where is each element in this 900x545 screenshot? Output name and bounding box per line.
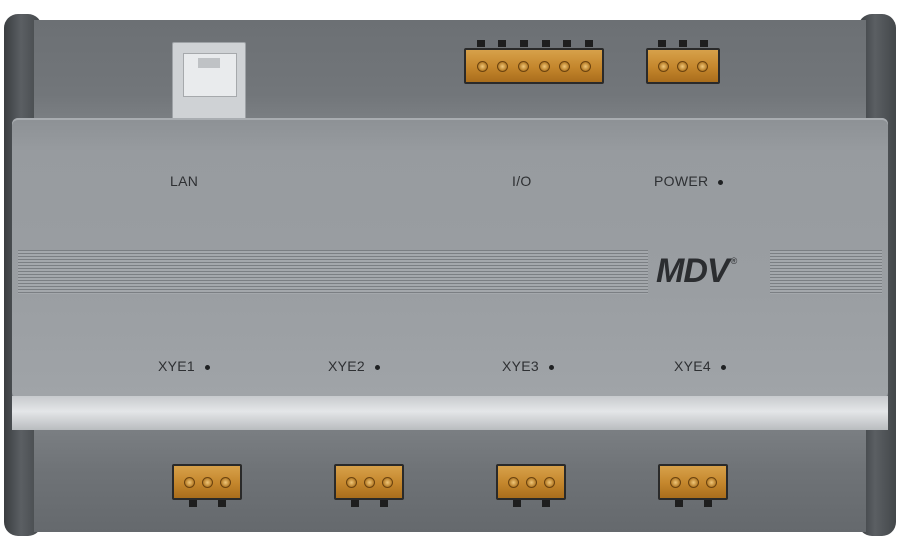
xye4-led-icon	[721, 364, 726, 370]
terminal-screw-icon	[580, 60, 592, 72]
terminal-screw-icon	[183, 476, 195, 488]
xye2-led-icon	[375, 364, 380, 370]
terminal-screw-icon	[538, 60, 550, 72]
xye4-terminal-latches	[664, 500, 722, 507]
terminal-screw-icon	[476, 60, 488, 72]
terminal-screw-icon	[696, 60, 708, 72]
io-terminal-latches	[470, 40, 600, 47]
terminal-screw-icon	[497, 60, 509, 72]
front-panel-edge	[12, 396, 888, 430]
xye2-terminal-block[interactable]	[334, 464, 404, 500]
rj45-socket-icon	[183, 53, 237, 97]
xye4-terminal-block[interactable]	[658, 464, 728, 500]
xye1-led-icon	[205, 364, 210, 370]
terminal-screw-icon	[219, 476, 231, 488]
terminal-screw-icon	[201, 476, 213, 488]
xye2-terminal-latches	[340, 500, 398, 507]
xye1-label: XYE1	[158, 358, 210, 374]
power-led-icon	[718, 179, 724, 185]
vent-grille-left	[18, 250, 648, 294]
terminal-screw-icon	[543, 476, 555, 488]
xye1-terminal-block[interactable]	[172, 464, 242, 500]
xye2-label: XYE2	[328, 358, 380, 374]
xye3-terminal-latches	[502, 500, 560, 507]
terminal-screw-icon	[687, 476, 699, 488]
xye3-led-icon	[549, 364, 554, 370]
xye3-label: XYE3	[502, 358, 554, 374]
bottom-connector-shelf	[34, 428, 866, 532]
lan-port[interactable]	[172, 42, 246, 122]
terminal-screw-icon	[658, 60, 670, 72]
xye3-terminal-block[interactable]	[496, 464, 566, 500]
brand-logo: MDV®	[656, 252, 737, 290]
power-label: POWER	[654, 173, 724, 189]
io-terminal-block[interactable]	[464, 48, 604, 84]
terminal-screw-icon	[705, 476, 717, 488]
xye4-label: XYE4	[674, 358, 726, 374]
terminal-screw-icon	[345, 476, 357, 488]
power-terminal-block[interactable]	[646, 48, 720, 84]
power-terminal-latches	[652, 40, 714, 47]
terminal-screw-icon	[507, 476, 519, 488]
terminal-screw-icon	[525, 476, 537, 488]
xye1-terminal-latches	[178, 500, 236, 507]
terminal-screw-icon	[381, 476, 393, 488]
terminal-screw-icon	[669, 476, 681, 488]
terminal-screw-icon	[677, 60, 689, 72]
vent-grille-right	[770, 250, 882, 294]
lan-label: LAN	[170, 173, 199, 189]
terminal-screw-icon	[518, 60, 530, 72]
top-connector-shelf	[34, 20, 866, 126]
terminal-screw-icon	[559, 60, 571, 72]
terminal-screw-icon	[363, 476, 375, 488]
io-label: I/O	[512, 173, 532, 189]
